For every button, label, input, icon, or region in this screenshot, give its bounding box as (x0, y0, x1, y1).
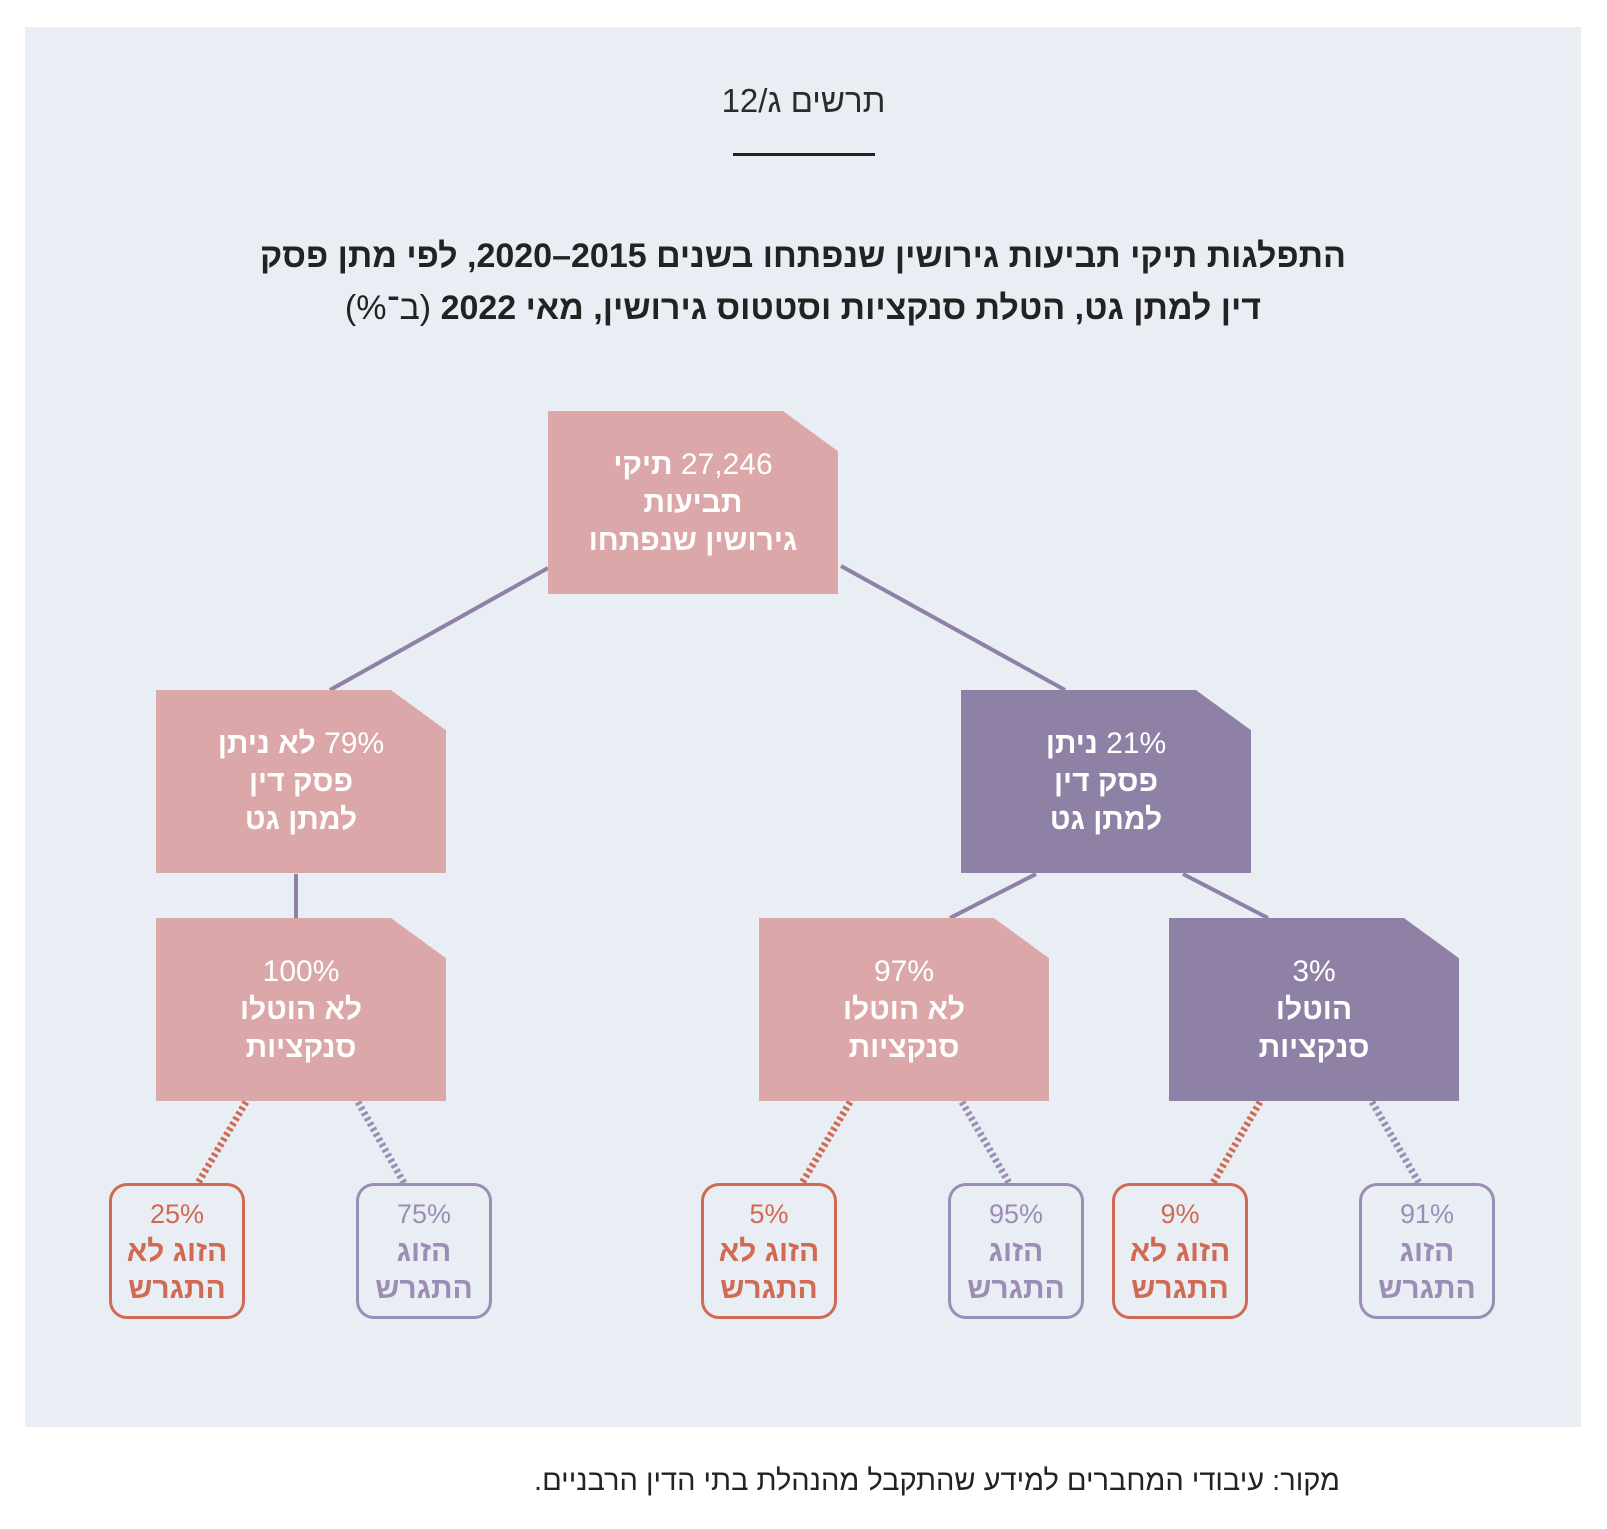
granted-label-1: ניתן (1045, 726, 1098, 760)
root-label-1: תיקי (613, 447, 673, 481)
leaf-6-value: 91% (1399, 1198, 1455, 1229)
leaf-4-value: 95% (988, 1198, 1044, 1229)
not-granted-value: 79% (324, 726, 385, 760)
title-line-2-text: דין למתן גט, הטלת סנקציות וסטטוס גירושין… (440, 289, 1262, 327)
g-no-sanctions-value: 97% (873, 954, 935, 988)
g-sanctions-label-2: סנקציות (1258, 1030, 1370, 1064)
chart-title: התפלגות תיקי תביעות גירושין שנפתחו בשנים… (180, 230, 1426, 334)
connector-leaf-6 (1368, 1100, 1423, 1185)
title-divider (733, 153, 875, 156)
leaf-1-label-2: התגרש (128, 1271, 226, 1305)
leaf-5-label-1: הזוג לא (1129, 1234, 1231, 1268)
connector-leaf-3 (798, 1100, 854, 1185)
leaf-5-value: 9% (1160, 1198, 1200, 1229)
connector-leaf-2 (354, 1100, 408, 1185)
connector-leaf-5 (1209, 1100, 1264, 1185)
g-no-sanctions-label-1: לא הוטלו (842, 992, 966, 1026)
connector-root-not-granted (329, 566, 549, 692)
not-granted-label-1: לא ניתן (217, 726, 316, 760)
g-no-sanctions-node: 97% לא הוטלו סנקציות (759, 918, 1049, 1101)
title-line-1: התפלגות תיקי תביעות גירושין שנפתחו בשנים… (260, 237, 1346, 275)
g-no-sanctions-label-2: סנקציות (848, 1030, 960, 1064)
root-label-3: גירושין שנפתחו (588, 523, 798, 557)
root-label-2: תביעות (643, 485, 743, 519)
connector-leaf-4 (958, 1100, 1013, 1185)
leaf-node-4: 95% הזוג התגרש (948, 1183, 1084, 1319)
leaf-node-2: 75% הזוג התגרש (356, 1183, 492, 1319)
granted-node: 21% ניתן פסק דין למתן גט (961, 690, 1251, 873)
leaf-6-label-2: התגרש (1378, 1271, 1476, 1305)
root-node: 27,246 תיקי תביעות גירושין שנפתחו (548, 411, 838, 594)
leaf-2-label-1: הזוג (396, 1234, 452, 1268)
leaf-3-label-1: הזוג לא (718, 1234, 820, 1268)
connector-leaf-1 (194, 1100, 250, 1185)
leaf-4-label-1: הזוג (988, 1234, 1044, 1268)
leaf-3-label-2: התגרש (720, 1271, 818, 1305)
source-note: מקור: עיבודי המחברים למידע שהתקבל מהנהלת… (534, 1465, 1340, 1497)
connector-root-granted (840, 564, 1066, 692)
leaf-2-label-2: התגרש (375, 1271, 473, 1305)
ng-no-sanctions-value: 100% (262, 954, 340, 988)
ng-no-sanctions-node: 100% לא הוטלו סנקציות (156, 918, 446, 1101)
leaf-3-value: 5% (749, 1198, 789, 1229)
title-unit: (ב־%) (344, 289, 432, 327)
granted-value: 21% (1106, 726, 1167, 760)
leaf-6-label-1: הזוג (1399, 1234, 1455, 1268)
leaf-node-1: 25% הזוג לא התגרש (109, 1183, 245, 1319)
not-granted-label-3: למתן גט (244, 802, 358, 836)
figure-label: תרשים ג/12 (721, 82, 886, 119)
leaf-node-6: 91% הזוג התגרש (1359, 1183, 1495, 1319)
leaf-4-label-2: התגרש (967, 1271, 1065, 1305)
connector-granted-no-sanctions (949, 872, 1037, 920)
connector-granted-sanctions (1182, 872, 1269, 920)
leaf-1-label-1: הזוג לא (126, 1234, 228, 1268)
g-sanctions-node: 3% הוטלו סנקציות (1169, 918, 1459, 1101)
root-value: 27,246 (680, 447, 773, 481)
title-line-2: דין למתן גט, הטלת סנקציות וסטטוס גירושין… (180, 282, 1426, 334)
not-granted-node: 79% לא ניתן פסק דין למתן גט (156, 690, 446, 873)
leaf-1-value: 25% (149, 1198, 205, 1229)
leaf-5-label-2: התגרש (1131, 1271, 1229, 1305)
g-sanctions-value: 3% (1292, 954, 1336, 988)
leaf-node-5: 9% הזוג לא התגרש (1112, 1183, 1248, 1319)
g-sanctions-label-1: הוטלו (1275, 992, 1353, 1026)
not-granted-label-2: פסק דין (248, 764, 354, 798)
granted-label-2: פסק דין (1053, 764, 1159, 798)
granted-label-3: למתן גט (1049, 802, 1163, 836)
leaf-node-3: 5% הזוג לא התגרש (701, 1183, 837, 1319)
ng-no-sanctions-label-1: לא הוטלו (239, 992, 363, 1026)
leaf-2-value: 75% (396, 1198, 452, 1229)
ng-no-sanctions-label-2: סנקציות (245, 1030, 357, 1064)
